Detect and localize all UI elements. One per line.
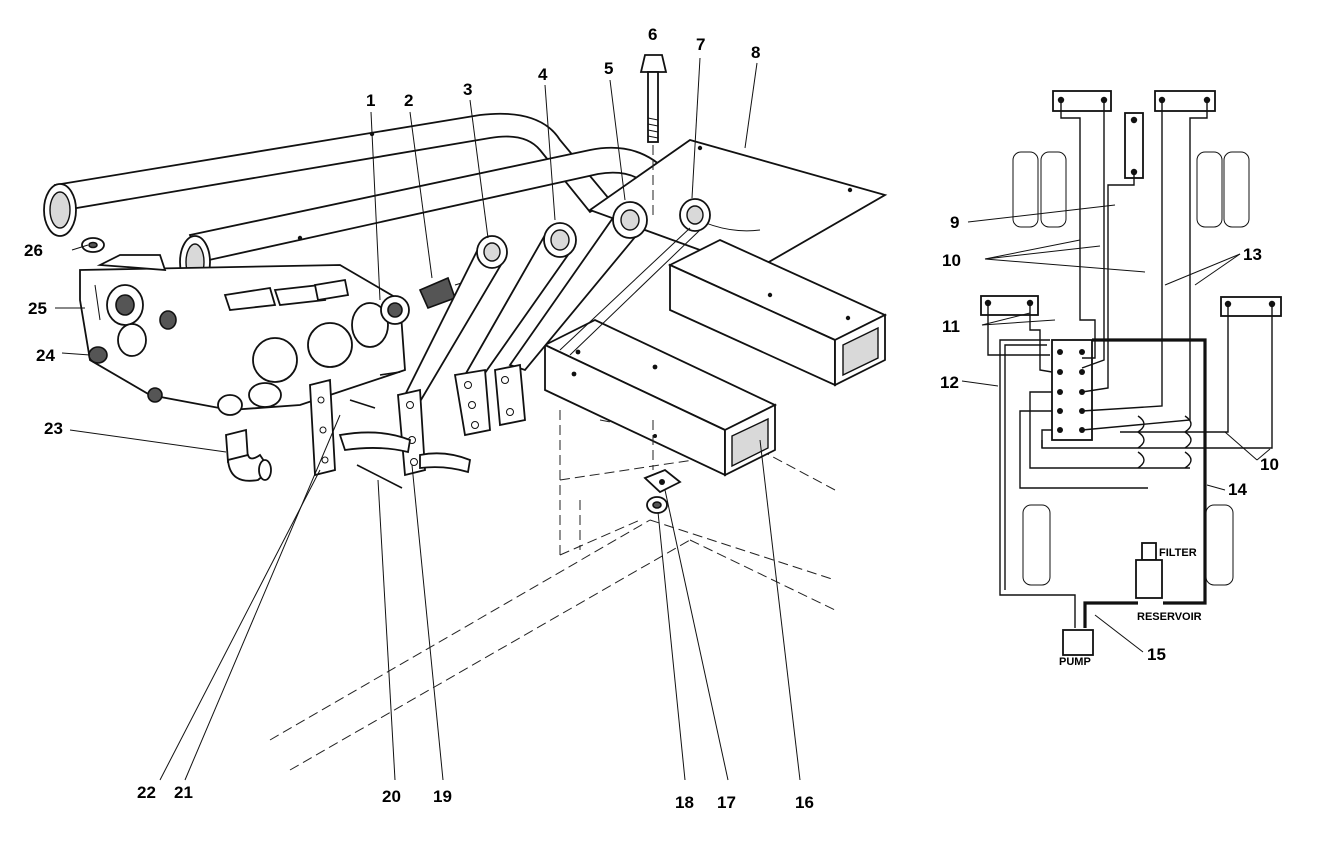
callout-4: 4	[538, 65, 548, 84]
callout-3: 3	[463, 80, 472, 99]
valve-block	[1051, 339, 1093, 441]
cylinders	[980, 90, 1282, 317]
square-tube-upper	[667, 239, 888, 387]
callout-24: 24	[36, 346, 55, 365]
square-tube-lower	[542, 318, 778, 477]
cap-nut	[88, 346, 108, 364]
pin	[356, 464, 403, 489]
callout-21: 21	[174, 783, 193, 802]
callout-22: 22	[137, 783, 156, 802]
callout-11: 11	[942, 317, 960, 336]
bolt	[639, 54, 668, 215]
label-filter: FILTER	[1159, 547, 1197, 559]
label-reservoir: RESERVOIR	[1137, 611, 1202, 623]
lever-5	[494, 201, 648, 427]
hydraulic-schematic: FILTER RESERVOIR PUMP 9 10 13	[940, 90, 1282, 668]
leader-lines	[55, 57, 801, 781]
callout-18: 18	[675, 793, 694, 812]
callout-15: 15	[1147, 645, 1166, 664]
callout-8: 8	[751, 43, 760, 62]
callout-13: 13	[1243, 245, 1262, 264]
callout-17: 17	[717, 793, 736, 812]
pump	[1062, 629, 1094, 656]
exploded-assembly	[43, 54, 888, 771]
callout-9: 9	[950, 213, 959, 232]
callout-14: 14	[1228, 480, 1247, 499]
lever-4	[453, 222, 577, 437]
frame-outline	[269, 410, 836, 771]
reservoir	[1135, 559, 1163, 599]
control-valve	[79, 254, 410, 416]
hex-nut	[646, 496, 668, 514]
tires	[1012, 151, 1250, 586]
callout-19: 19	[433, 787, 452, 806]
callout-2: 2	[404, 91, 413, 110]
schematic-leaders	[961, 204, 1271, 653]
callout-25: 25	[28, 299, 47, 318]
upper-tube	[43, 112, 612, 237]
elbow-fitting	[225, 428, 272, 482]
hose-lines	[987, 103, 1273, 628]
callout-23: 23	[44, 419, 63, 438]
callout-26: 26	[24, 241, 43, 260]
callout-16: 16	[795, 793, 814, 812]
link-plates	[309, 378, 472, 477]
callout-20: 20	[382, 787, 401, 806]
callout-5: 5	[604, 59, 613, 78]
callout-1: 1	[366, 91, 375, 110]
lever-7	[559, 198, 711, 356]
callout-7: 7	[696, 35, 705, 54]
filter	[1141, 542, 1157, 561]
callout-10-upper: 10	[942, 251, 961, 270]
cotter-pin	[349, 399, 376, 409]
square-washer	[643, 468, 682, 494]
callout-10-lower: 10	[1260, 455, 1279, 474]
callouts-left: 1 2 3 4 5 6 7 8 16 17 18 19 20 21 22 23 …	[24, 25, 814, 812]
callout-12: 12	[940, 373, 959, 392]
callout-6: 6	[648, 25, 657, 44]
lever-3	[398, 235, 508, 412]
label-pump: PUMP	[1059, 656, 1091, 668]
